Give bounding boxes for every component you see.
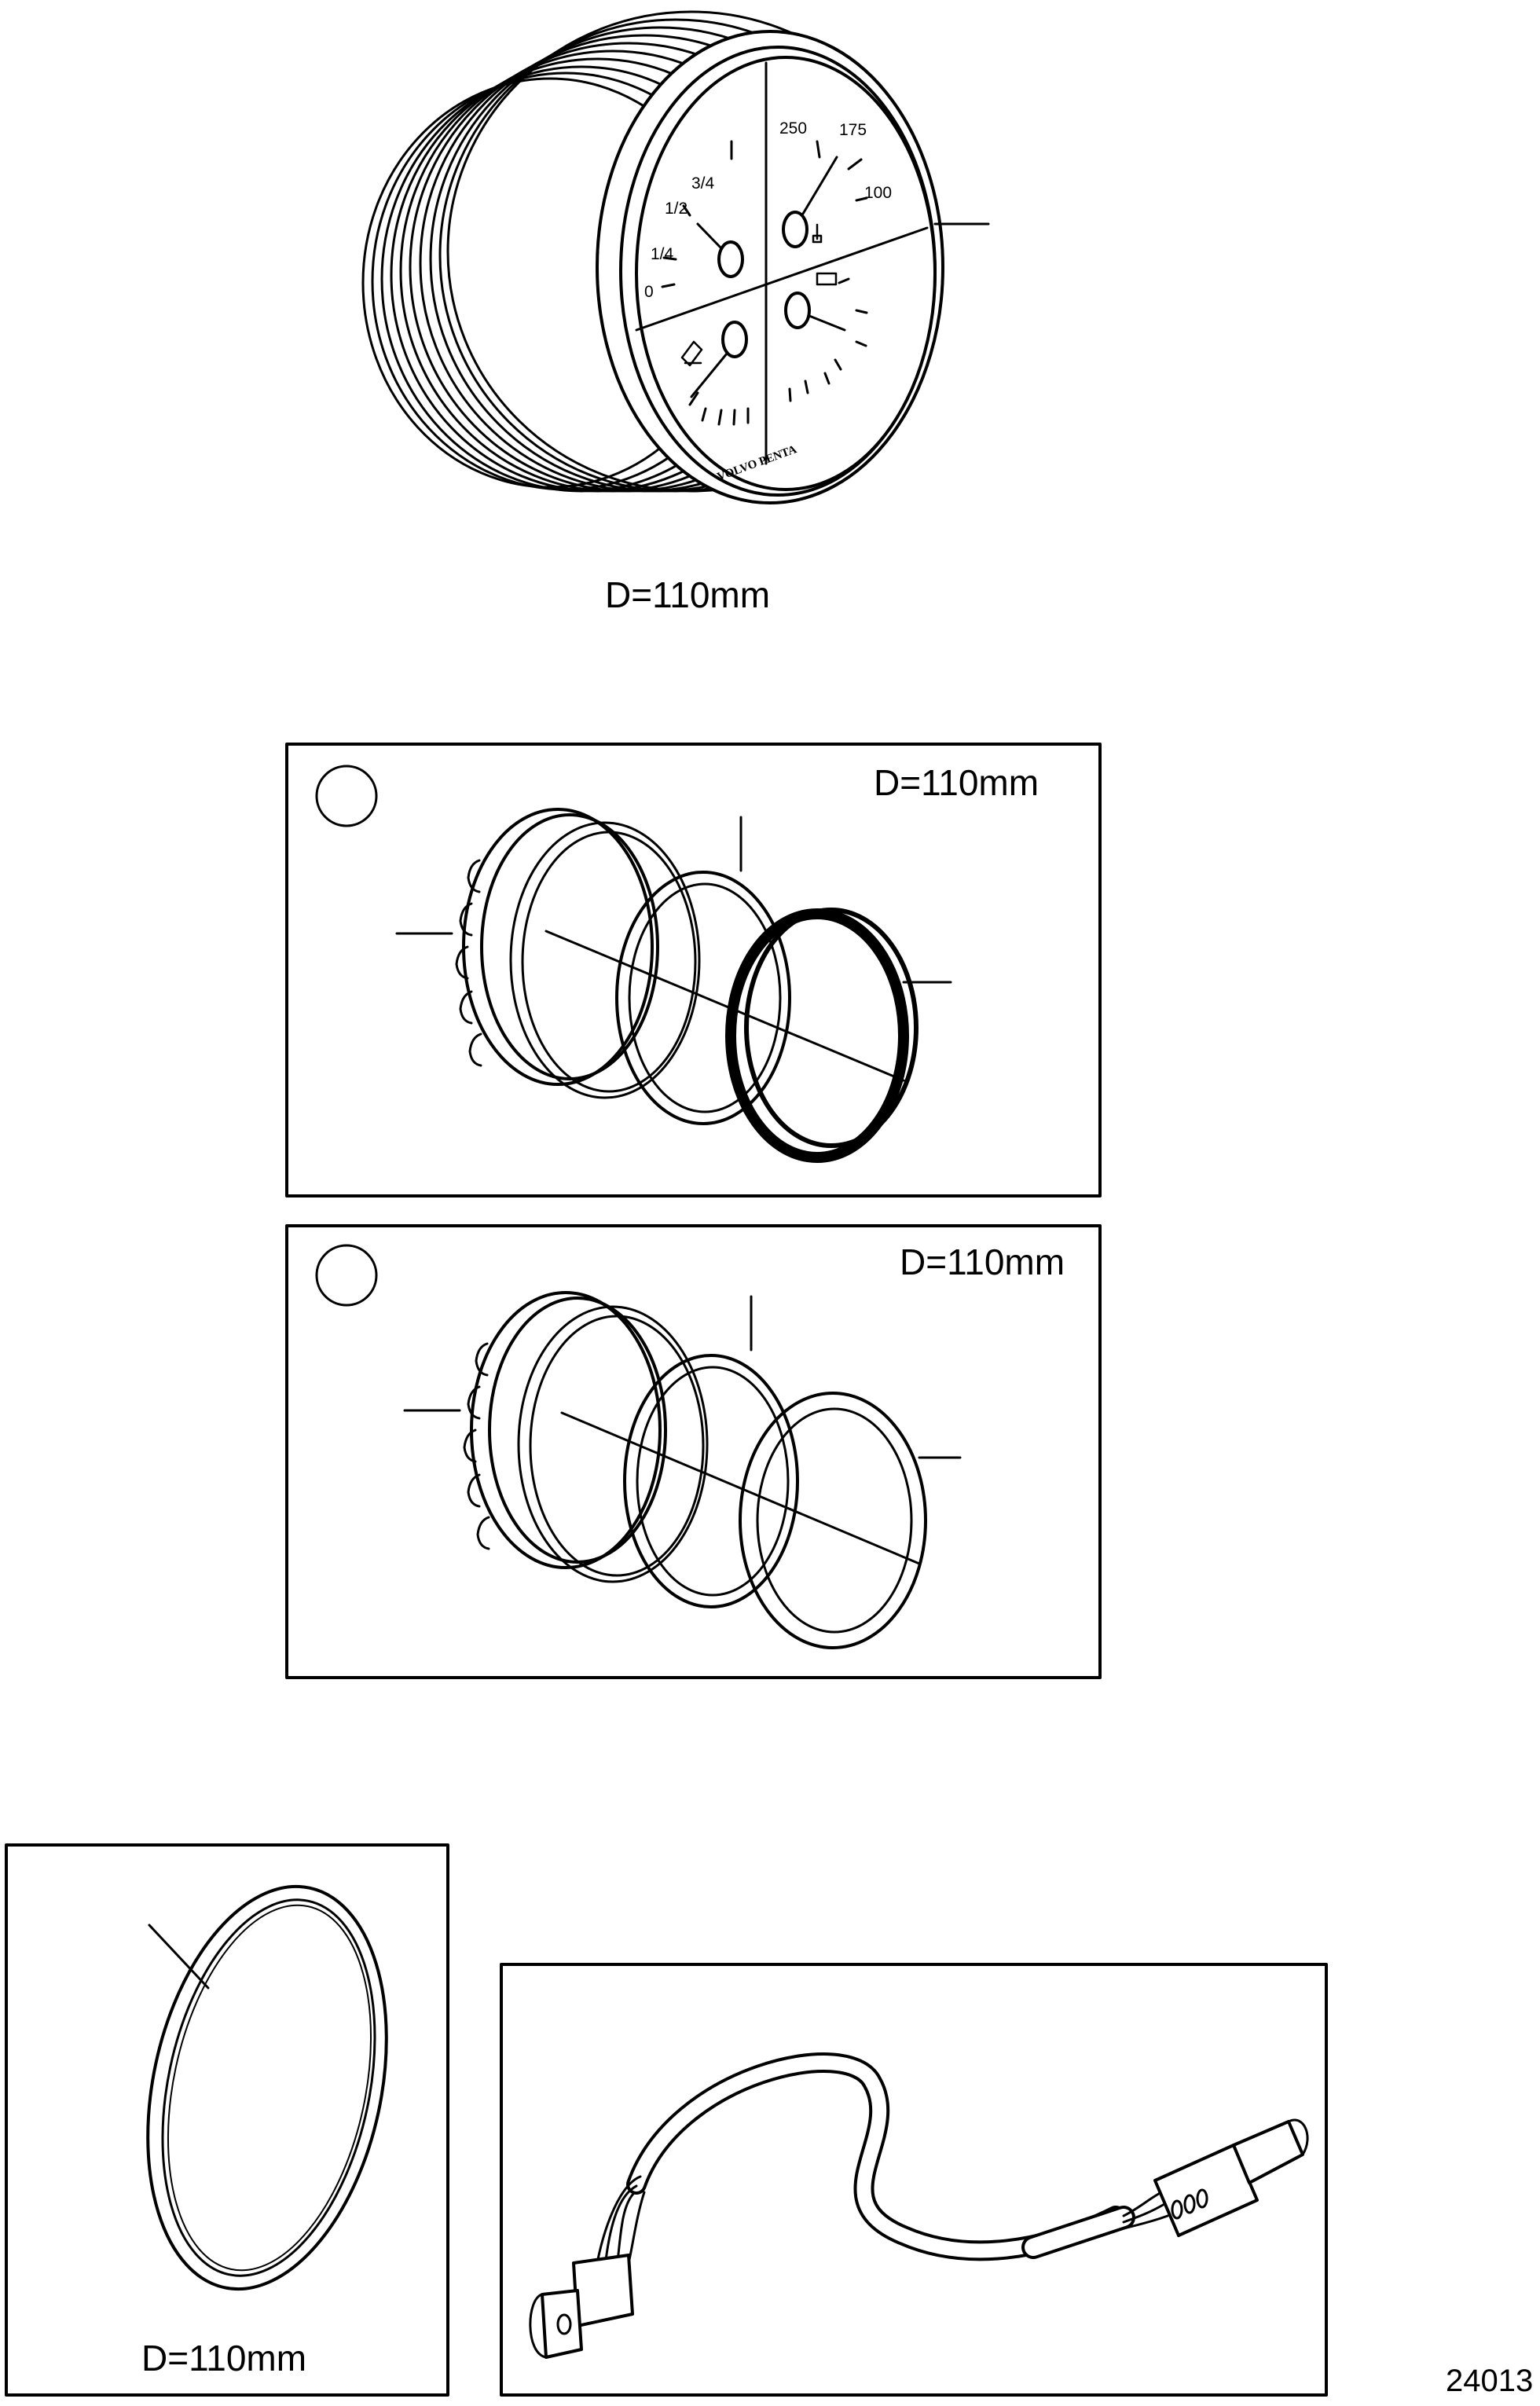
fuel-scale-0: 0 [644, 283, 654, 301]
fuel-scale-3-4: 3/4 [691, 174, 715, 193]
gauge-illustration [361, 10, 990, 504]
gauge-face [635, 56, 937, 491]
bezel-kit-b-diameter-label: D=110mm [900, 1242, 1065, 1282]
fuel-scale-1-2: 1/2 [665, 200, 688, 218]
temp-scale-175: 175 [839, 121, 867, 139]
trim-dial-hub [721, 321, 748, 358]
bezel-kit-a-thin-ring [615, 871, 791, 1125]
bezel-kit-b-frame [285, 1224, 1102, 1679]
bezel-kit-a-frame [285, 743, 1102, 1197]
bezel-kit-a-knurled-ring [462, 808, 654, 1086]
gauge-diameter-label: D=110mm [605, 574, 771, 615]
harness-frame [500, 1963, 1328, 2397]
bezel-kit-a-axis [544, 930, 905, 1082]
volt-needle [808, 314, 846, 332]
seal-ring-leader [148, 1924, 210, 1990]
harness-connector-right [1153, 2118, 1309, 2237]
bezel-kit-b-thin-ring [623, 1354, 799, 1608]
battery-icon [816, 272, 838, 286]
bezel-kit-b [285, 1224, 1102, 1679]
trim-needle [690, 352, 728, 398]
temp-needle [801, 156, 838, 215]
temp-dial-hub [782, 211, 808, 248]
harness-connector-left [529, 2254, 634, 2359]
figure-number: 24013 [1446, 2364, 1534, 2398]
bezel-kit-a [285, 743, 1102, 1197]
fuel-scale-1-4: 1/4 [651, 245, 674, 263]
seal-ring-outer [146, 1884, 388, 2291]
seal-ring-inner [161, 1898, 376, 2277]
harness-wires-right [1122, 2191, 1169, 2230]
dial-ticks [661, 140, 868, 426]
temp-scale-100: 100 [864, 184, 892, 202]
bezel-kit-b-callout-circle [315, 1244, 378, 1307]
bezel-kit-a-callout-circle [315, 765, 378, 827]
face-divider-horizontal [635, 226, 929, 332]
seal-ring-panel [5, 1843, 449, 2397]
bezel-kit-a-knurl [455, 859, 482, 1067]
fuel-dial-hub [717, 240, 744, 278]
volt-dial-hub [784, 292, 811, 329]
temp-scale-250: 250 [779, 119, 807, 138]
fuel-needle [696, 222, 723, 250]
trim-icon [680, 340, 703, 367]
bezel-kit-b-axis [560, 1411, 921, 1565]
bezel-kit-b-knurled-ring [470, 1291, 662, 1569]
thermometer-icon [812, 223, 823, 244]
bezel-kit-a-diameter-label: D=110mm [874, 762, 1040, 803]
bezel-kit-b-knurl [463, 1342, 490, 1550]
harness-panel [500, 1963, 1328, 2397]
seal-ring-frame [5, 1843, 449, 2397]
bezel-kit-a-gasket [725, 908, 909, 1163]
bezel-kit-b-flat-ring [739, 1392, 927, 1649]
seal-ring-diameter-label: D=110mm [141, 2338, 307, 2378]
